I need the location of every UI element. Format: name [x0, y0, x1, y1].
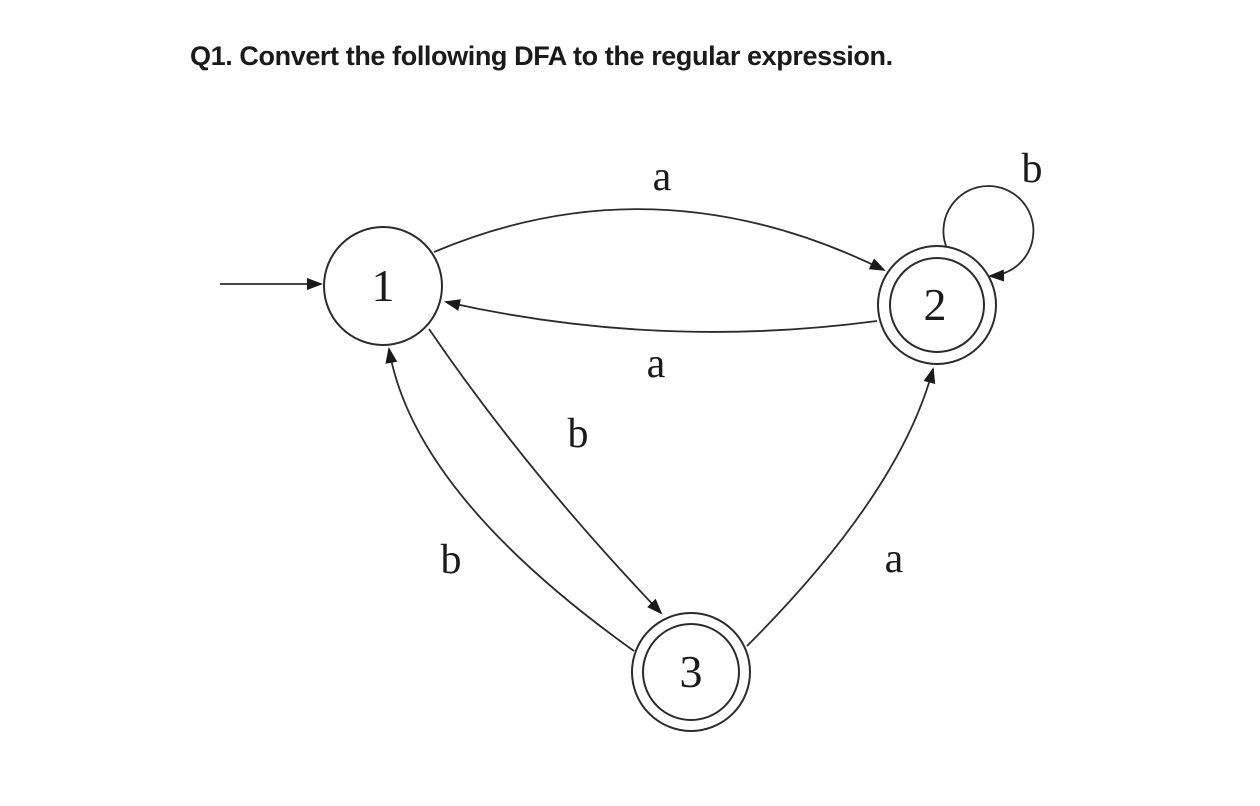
edge-2-self-loop-label: b	[1022, 146, 1043, 192]
edge-2-to-1	[444, 299, 878, 333]
edge-1-to-3	[428, 328, 663, 615]
state-2-inner-circle	[889, 257, 985, 353]
state-1-label: 1	[372, 260, 395, 311]
edge-3-to-1-label: b	[441, 537, 462, 583]
state-2-label: 2	[924, 279, 947, 330]
edge-1-to-2-label: a	[653, 154, 672, 200]
state-3-outer-circle	[631, 612, 751, 732]
edge-2-self-loop	[942, 185, 1035, 282]
edge-3-to-2	[746, 367, 936, 647]
edge-1-to-3-label: b	[568, 411, 589, 457]
state-2-outer-circle	[877, 245, 997, 365]
edge-3-to-2-label: a	[885, 536, 904, 582]
state-3-label: 3	[680, 646, 703, 697]
state-3-inner-circle	[642, 623, 740, 721]
state-1-circle	[323, 226, 443, 346]
edge-2-to-1-label: a	[647, 341, 666, 387]
question-title: Q1. Convert the following DFA to the reg…	[190, 41, 893, 71]
edge-1-to-2	[433, 208, 886, 271]
edge-3-to-1	[385, 347, 635, 652]
